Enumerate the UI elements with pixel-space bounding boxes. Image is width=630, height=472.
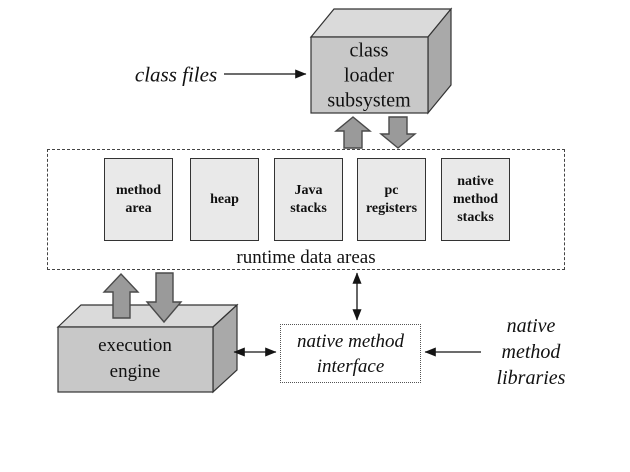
pc-registers-label: pc: [384, 182, 399, 198]
class-loader-box: [309, 7, 453, 115]
native-method-interface-box: native method interface: [280, 324, 421, 383]
execution-engine-box: [56, 303, 239, 394]
up-block-arrow-engine-icon: [102, 272, 140, 319]
up-block-arrow-loader-icon: [334, 116, 372, 149]
pc-registers-box: pc registers: [357, 158, 426, 241]
native-method-stacks-box: native method stacks: [441, 158, 510, 241]
runtime-data-areas-container: [47, 149, 565, 270]
java-stacks-box: Java stacks: [274, 158, 343, 241]
down-block-arrow-engine-icon: [145, 272, 183, 324]
down-block-arrow-loader-icon: [379, 116, 417, 149]
heap-label: heap: [210, 191, 239, 207]
runtime-data-areas-label: runtime data areas: [236, 247, 376, 268]
execution-engine-label: execution engine: [98, 335, 172, 382]
class-files-label: class files: [134, 62, 218, 87]
execution-engine-top-face: [56, 304, 239, 328]
native-method-libraries-label: native method libraries: [496, 315, 566, 389]
java-stacks-label: Java: [294, 182, 323, 198]
native-method-interface-label: native method: [296, 330, 405, 352]
class-loader-front-face: [310, 36, 429, 114]
class-loader-top-face: [309, 8, 453, 38]
method-area-box: method area: [104, 158, 173, 241]
native-method-stacks-label: native: [457, 173, 494, 189]
method-area-label: method: [115, 182, 162, 198]
heap-box: heap: [190, 158, 259, 241]
class-loader-label: class loader subsystem: [327, 39, 411, 112]
execution-engine-front-face: [57, 326, 214, 393]
